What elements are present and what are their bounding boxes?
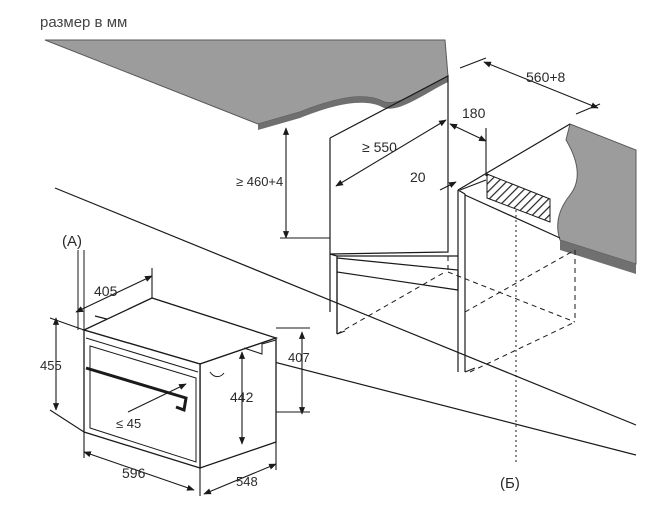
dim-oven-width: 596 (122, 465, 146, 481)
dim-oven-side-height: 407 (288, 350, 310, 365)
dim-oven-depth: 548 (236, 474, 258, 489)
reference-label-a: (А) (62, 233, 82, 250)
dim-depth-min: ≥ 550 (362, 139, 397, 155)
reference-label-b: (Б) (500, 475, 520, 492)
units-caption: размер в мм (40, 14, 127, 31)
dim-oven-total-height: 455 (40, 358, 62, 373)
dim-oven-body-height: 442 (230, 389, 254, 405)
dim-vent-gap: 20 (410, 169, 426, 185)
dim-niche-height: ≥ 460+4 (236, 174, 283, 189)
dim-door-gap: ≤ 45 (116, 416, 141, 431)
dim-niche-width: 560+8 (526, 69, 566, 85)
left-countertop (44, 39, 449, 130)
hidden-edges (336, 76, 576, 373)
dimension-lines (49, 57, 601, 496)
right-countertop (557, 123, 637, 274)
niche-structure (329, 75, 571, 373)
dim-oven-front-depth: 405 (94, 283, 118, 299)
oven (82, 297, 279, 469)
vent-opening (486, 173, 551, 462)
dimension-labels: 560+8 ≥ 550 180 20 ≥ 460+4 405 455 442 4… (40, 69, 566, 489)
dim-vent-width: 180 (462, 105, 486, 121)
reference-line-a (77, 250, 85, 330)
